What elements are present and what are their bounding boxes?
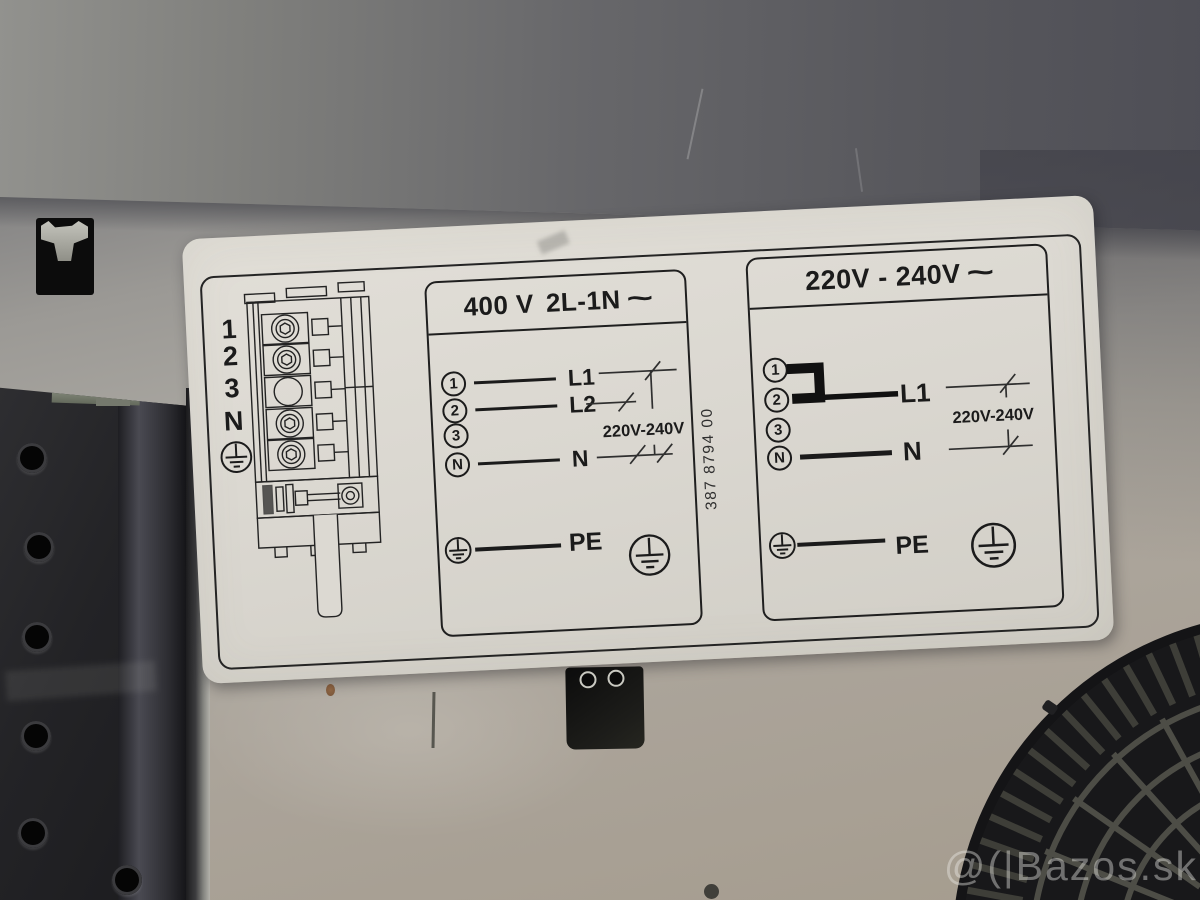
voltage-note: 220V-240V xyxy=(602,419,684,441)
wire-line xyxy=(473,377,557,385)
spring-clip-icon xyxy=(41,221,88,261)
terminal-circle: 1 xyxy=(440,370,467,398)
pe-wire-line xyxy=(797,538,886,547)
housing-hole xyxy=(21,721,51,751)
title-voltage: 400 V xyxy=(462,287,535,322)
terminal-circle: 3 xyxy=(442,422,470,449)
terminal-block-diagram xyxy=(243,280,382,618)
bracket-hole xyxy=(579,671,597,689)
pe-wire-line xyxy=(475,543,562,552)
mounting-bracket xyxy=(565,666,645,750)
wire-line xyxy=(477,458,560,466)
earth-ground-icon xyxy=(768,532,796,559)
terminal-circle: N xyxy=(444,451,471,478)
terminal-circle: 3 xyxy=(765,417,792,444)
voltage-dimension-diagram: 220V-240V xyxy=(586,360,685,465)
terminal-circle: N xyxy=(766,444,793,472)
panel-230v: 220V - 240V ~ 1 2 3 N L1 N xyxy=(745,243,1065,622)
housing-hole xyxy=(112,865,142,895)
pe-label: PE xyxy=(568,527,603,557)
voltage-dimension-diagram: 220V-240V xyxy=(945,373,1034,456)
housing-hole xyxy=(17,443,47,473)
voltage-note: 220V-240V xyxy=(952,405,1034,427)
wire-row: 3 xyxy=(442,422,470,449)
watermark: @(|Bazos.sk xyxy=(943,843,1198,889)
black-plastic-housing xyxy=(0,387,190,900)
pe-symbol-icon xyxy=(628,534,671,576)
bracket-hole xyxy=(607,669,625,687)
pe-symbol-icon xyxy=(971,522,1017,568)
wire-label: N xyxy=(902,435,923,467)
panel-400v: 400 V 2L-1N ~ 1 L1 2 L2 3 N N xyxy=(424,268,704,638)
earth-ground-icon xyxy=(444,537,472,564)
title-config: 2L-1N xyxy=(545,283,622,318)
wire-row: N xyxy=(766,440,893,472)
mounting-clip-cutout xyxy=(36,218,94,295)
wire-label: L1 xyxy=(899,377,932,409)
title-voltage: 220V - 240V xyxy=(804,258,962,296)
earth-ground-icon xyxy=(220,441,253,473)
housing-hole xyxy=(24,532,54,562)
label-smudge xyxy=(536,230,570,255)
wire-row: 3 xyxy=(765,417,792,444)
ac-symbol: ~ xyxy=(626,281,656,315)
pe-label: PE xyxy=(894,530,930,561)
wire-row: N N xyxy=(444,445,589,479)
screw-hole xyxy=(704,884,719,899)
panel-400v-title: 400 V 2L-1N ~ xyxy=(426,271,687,336)
panel-230v-title: 220V - 240V ~ xyxy=(747,245,1048,310)
metal-bracket xyxy=(96,396,130,406)
housing-hole xyxy=(22,622,52,652)
wiring-diagram-label: 1 2 3 N xyxy=(181,194,1115,685)
ac-symbol: ~ xyxy=(965,255,997,289)
housing-rail xyxy=(118,387,188,900)
wire-line xyxy=(799,450,893,460)
terminal-bridge-link xyxy=(786,362,899,404)
rust-spot xyxy=(326,684,335,696)
terminal-circle: 2 xyxy=(441,397,468,424)
wire-line xyxy=(475,404,558,412)
cooling-fan-grille xyxy=(955,624,1200,900)
housing-hole xyxy=(18,818,48,848)
